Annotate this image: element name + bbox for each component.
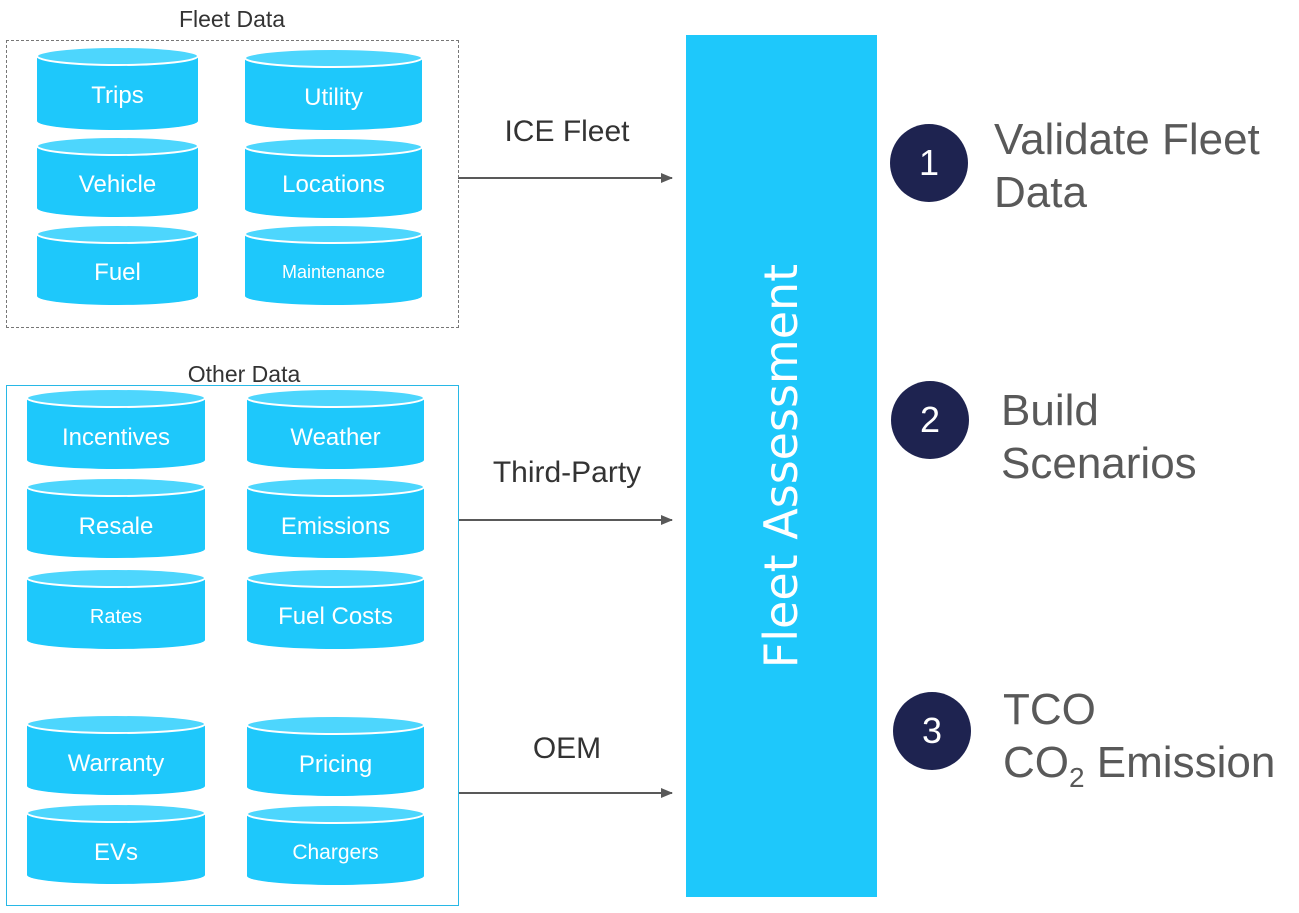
db-pricing-cylinder: [246, 715, 425, 796]
db-maintenance-cylinder: [244, 224, 423, 305]
step-2-line1: Build: [1001, 386, 1099, 435]
step-2-text: Build Scenarios: [1001, 385, 1197, 491]
db-utility-label: Utility: [304, 84, 363, 111]
db-fuel-costs-label: Fuel Costs: [278, 603, 393, 630]
db-fuel-label: Fuel: [94, 259, 141, 286]
flow-label-third-party: Third-Party: [492, 456, 642, 489]
step-2-line2: Scenarios: [1001, 438, 1197, 488]
fleet-assessment-bar: [686, 35, 877, 897]
db-emissions-label: Emissions: [280, 513, 391, 540]
step-3-emission-text: Emission: [1084, 737, 1276, 787]
db-locations-label: Locations: [282, 171, 385, 198]
db-fuel-costs-cylinder: [246, 568, 425, 649]
db-utility-cylinder: [244, 48, 423, 130]
db-resale-cylinder: [26, 477, 206, 558]
db-warranty-label: Warranty: [67, 750, 165, 777]
fleet-data-group: [6, 40, 459, 328]
step-2-badge: 2: [891, 381, 969, 459]
db-evs-label: EVs: [93, 839, 138, 866]
db-incentives-cylinder: [26, 388, 206, 469]
db-vehicle-label: Vehicle: [78, 171, 157, 198]
db-weather-label: Weather: [290, 424, 381, 451]
db-vehicle-cylinder: [36, 136, 199, 217]
db-trips-cylinder: [36, 46, 199, 130]
flow-label-oem: OEM: [532, 732, 602, 765]
db-fuel-cylinder: [36, 224, 199, 305]
db-resale-label: Resale: [78, 513, 154, 540]
fleet-data-title: Fleet Data: [178, 6, 286, 32]
other-data-group: [6, 385, 459, 906]
step-3-co-text: CO: [1003, 737, 1069, 787]
step-1-badge: 1: [890, 124, 968, 202]
step-3-badge: 3: [893, 692, 971, 770]
other-data-title: Other Data: [187, 361, 301, 387]
db-pricing-label: Pricing: [298, 751, 373, 778]
db-rates-cylinder: [26, 568, 206, 649]
step-3-line1: TCO: [1003, 685, 1096, 734]
step-3-line2: CO2 Emission: [1003, 737, 1275, 795]
db-locations-cylinder: [244, 137, 423, 219]
db-emissions-cylinder: [246, 477, 425, 558]
db-chargers-cylinder: [246, 804, 425, 885]
step-1-line2: Data: [994, 167, 1087, 217]
db-evs-cylinder: [26, 803, 206, 884]
db-weather-cylinder: [246, 388, 425, 469]
step-3-co-subscript: 2: [1069, 761, 1085, 793]
db-rates-label: Rates: [89, 606, 143, 628]
step-3-text: TCO CO2 Emission: [1003, 684, 1275, 794]
db-trips-label: Trips: [91, 82, 144, 109]
flow-label-ice-fleet: ICE Fleet: [504, 115, 630, 148]
step-1-text: Validate Fleet Data: [994, 114, 1260, 220]
db-warranty-cylinder: [26, 714, 206, 795]
fleet-assessment-label: Fleet Assessment: [754, 263, 808, 669]
db-chargers-label: Chargers: [292, 841, 379, 864]
db-maintenance-label: Maintenance: [281, 262, 386, 282]
db-incentives-label: Incentives: [61, 424, 171, 451]
step-1-line1: Validate Fleet: [994, 115, 1260, 164]
